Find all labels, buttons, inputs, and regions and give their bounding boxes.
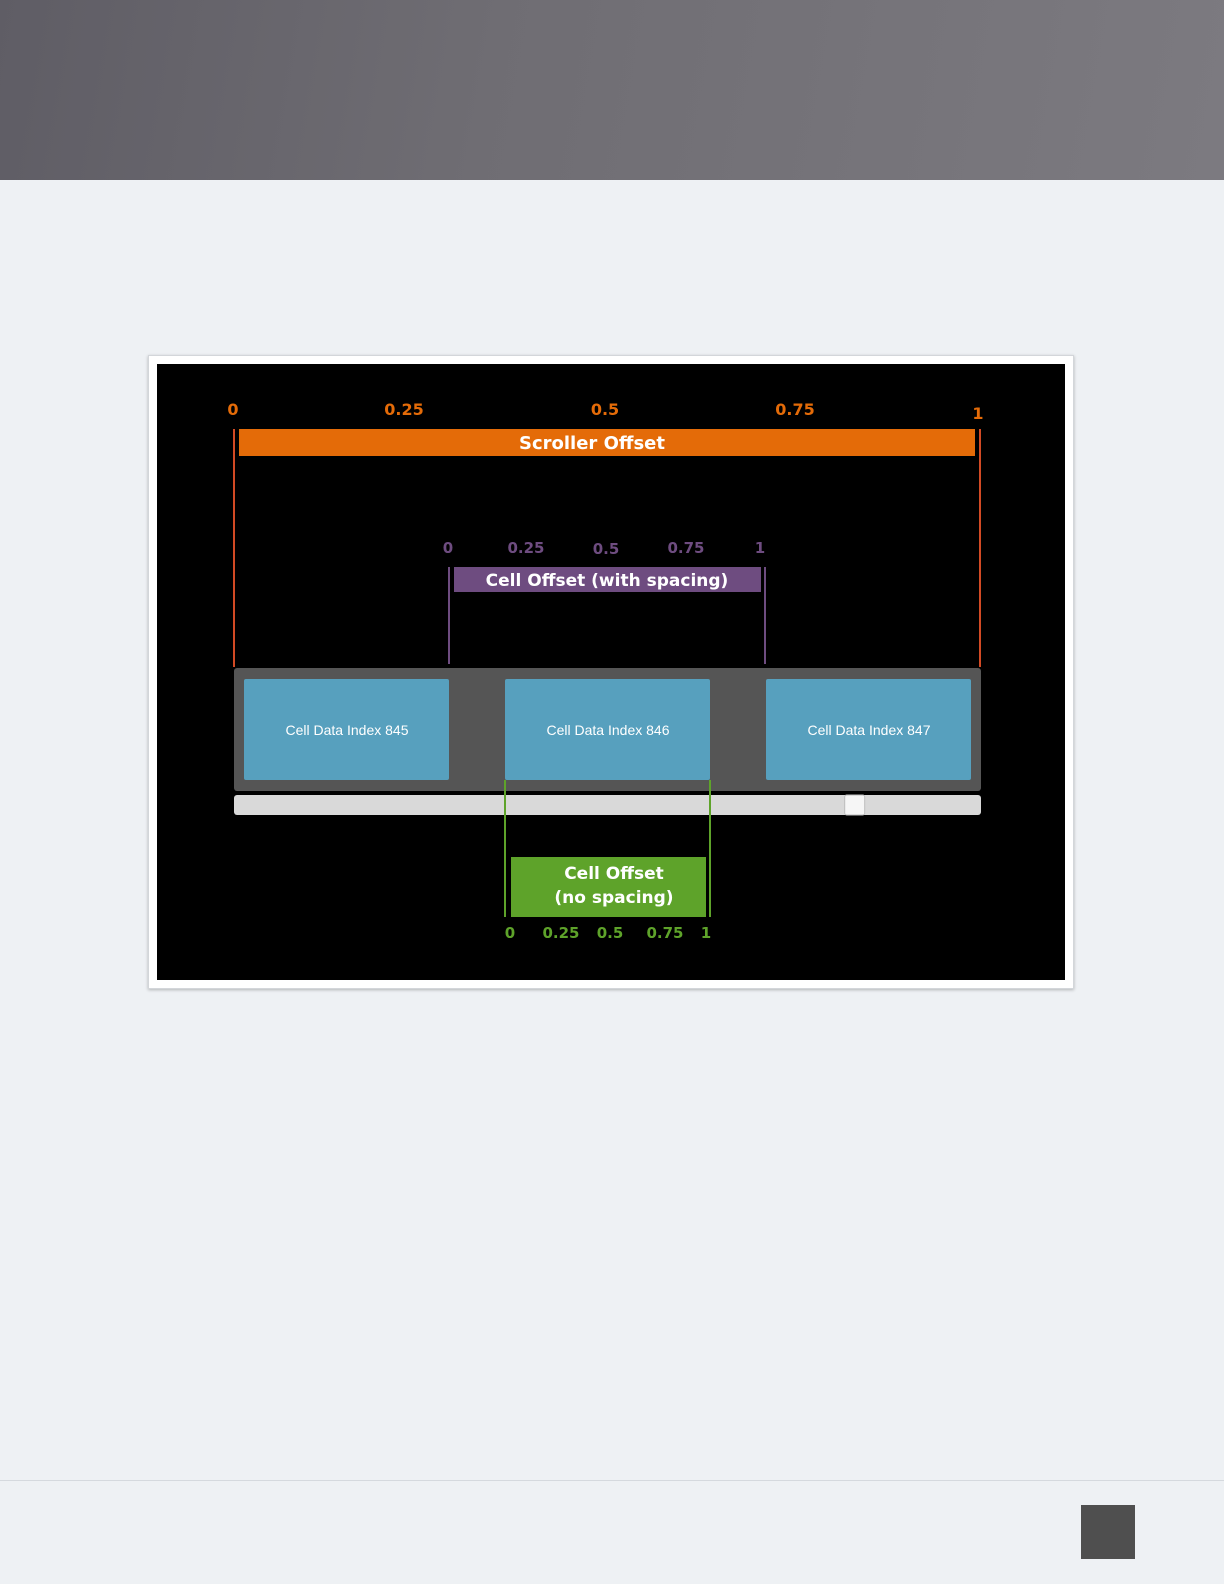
cell-offset-spacing-label: Cell Offset (with spacing) <box>486 571 729 591</box>
cell-846 <box>505 679 710 780</box>
cell-offset-nospacing-label-2: (no spacing) <box>554 888 673 908</box>
nospacing-tick-0-75: 0.75 <box>646 924 683 942</box>
header-band <box>0 0 1224 180</box>
offset-diagram: 0 0.25 0.5 0.75 1 Scroller Offset 0 0.25… <box>157 364 1065 980</box>
cell-offset-spacing-group: 0 0.25 0.5 0.75 1 Cell Offset (with spac… <box>443 539 766 664</box>
scroller-tick-0-75: 0.75 <box>775 400 814 419</box>
scroll-view: Cell Data Index 845 Cell Data Index 846 … <box>234 668 981 816</box>
scroller-offset-group: 0 0.25 0.5 0.75 1 Scroller Offset <box>227 400 984 667</box>
nospacing-tick-0: 0 <box>505 924 515 942</box>
scroller-offset-bar <box>239 429 975 456</box>
offset-diagram-svg: 0 0.25 0.5 0.75 1 Scroller Offset 0 0.25… <box>227 400 984 942</box>
cell-846-label: Cell Data Index 846 <box>547 722 670 738</box>
cell-offset-spacing-bar <box>454 567 761 592</box>
spacing-tick-0: 0 <box>443 539 453 557</box>
spacing-tick-0-25: 0.25 <box>507 539 544 557</box>
cell-847 <box>766 679 971 780</box>
scroller-tick-0-25: 0.25 <box>384 400 423 419</box>
footer-divider <box>0 1480 1224 1481</box>
cell-offset-nospacing-bar <box>511 857 706 917</box>
cell-845-label: Cell Data Index 845 <box>286 722 409 738</box>
nospacing-tick-0-25: 0.25 <box>542 924 579 942</box>
scrollbar-thumb[interactable] <box>844 794 866 816</box>
cell-offset-nospacing-label-1: Cell Offset <box>564 864 664 884</box>
nospacing-tick-0-5: 0.5 <box>597 924 624 942</box>
nospacing-tick-1: 1 <box>701 924 711 942</box>
spacing-tick-0-5: 0.5 <box>593 540 620 558</box>
spacing-tick-1: 1 <box>755 539 765 557</box>
cell-845 <box>244 679 449 780</box>
scroller-offset-label: Scroller Offset <box>519 433 665 454</box>
spacing-tick-0-75: 0.75 <box>667 539 704 557</box>
scroller-tick-1: 1 <box>972 404 983 423</box>
cell-offset-no-spacing-group: Cell Offset (no spacing) 0 0.25 0.5 0.75… <box>504 780 711 942</box>
cell-847-label: Cell Data Index 847 <box>808 722 931 738</box>
page-marker <box>1081 1505 1135 1559</box>
scroller-tick-0: 0 <box>227 400 238 419</box>
scroller-tick-0-5: 0.5 <box>591 400 619 419</box>
scrollbar-track[interactable] <box>234 795 981 815</box>
figure-frame: 0 0.25 0.5 0.75 1 Scroller Offset 0 0.25… <box>148 355 1074 989</box>
